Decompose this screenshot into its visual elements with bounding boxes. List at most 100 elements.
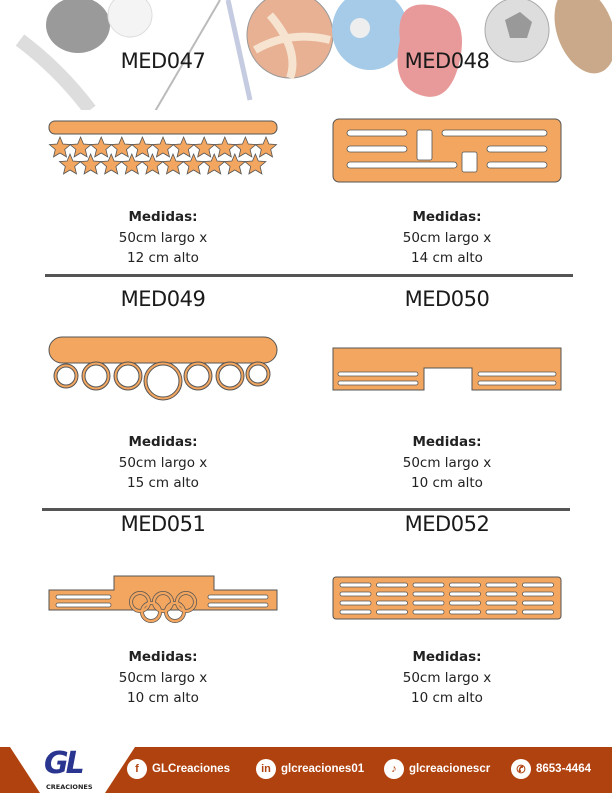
slot	[339, 591, 372, 597]
divider	[42, 508, 570, 511]
measure-height: 12 cm alto	[127, 250, 199, 266]
star-shape	[120, 152, 144, 175]
star-shape	[130, 135, 154, 158]
product-code: MED049	[120, 287, 206, 311]
product-image-med050	[332, 347, 562, 391]
slot	[339, 609, 372, 615]
facebook-link[interactable]: f GLCreaciones	[127, 759, 230, 779]
slot	[485, 600, 518, 606]
tiktok-handle: glcreacionescr	[409, 763, 491, 775]
slot	[412, 609, 445, 615]
tiktok-link[interactable]: ♪ glcreacionescr	[384, 759, 490, 779]
product-measurements: Medidas: 50cm largo x 10 cm alto	[21, 647, 305, 709]
product-measurements: Medidas: 50cm largo x 14 cm alto	[305, 207, 589, 269]
star-shape	[172, 135, 196, 158]
star-shape	[48, 135, 72, 158]
measure-label: Medidas:	[128, 209, 198, 225]
product-image-med049	[48, 336, 278, 401]
slot	[376, 609, 408, 615]
linkedin-handle: glcreaciones01	[281, 763, 365, 775]
divider	[45, 274, 573, 277]
slot	[339, 582, 372, 588]
measure-label: Medidas:	[412, 649, 482, 665]
star-shape	[243, 152, 267, 175]
product-image-med052	[332, 576, 562, 620]
logo-background	[10, 747, 135, 793]
star-shape	[161, 152, 185, 175]
slot	[376, 582, 408, 588]
star-shape	[110, 135, 134, 158]
measure-length: 50cm largo x	[402, 454, 492, 471]
slot	[449, 582, 481, 588]
star-shape	[233, 135, 257, 158]
star-shape	[254, 135, 278, 158]
facebook-handle: GLCreaciones	[152, 763, 230, 775]
product-measurements: Medidas: 50cm largo x 15 cm alto	[21, 432, 305, 494]
slot	[449, 591, 481, 597]
product-image-med048	[332, 118, 562, 183]
product-code: MED048	[404, 49, 490, 73]
tiktok-icon: ♪	[384, 759, 404, 779]
product-code: MED047	[120, 49, 206, 73]
measure-label: Medidas:	[412, 434, 482, 450]
measure-height: 10 cm alto	[411, 475, 483, 491]
star-shape	[69, 135, 93, 158]
star-shape	[223, 152, 247, 175]
slot	[449, 609, 481, 615]
product-image-med047	[48, 120, 278, 175]
facebook-icon: f	[127, 759, 147, 779]
product-code: MED052	[404, 512, 490, 536]
star-shape	[182, 152, 206, 175]
sports-decoration	[15, 0, 612, 110]
measure-height: 10 cm alto	[411, 690, 483, 706]
star-shape	[213, 135, 237, 158]
star-shape	[58, 152, 82, 175]
slot	[522, 609, 554, 615]
star-shape	[202, 152, 226, 175]
linkedin-icon: in	[256, 759, 276, 779]
measure-label: Medidas:	[128, 434, 198, 450]
star-shape	[99, 152, 123, 175]
star-shape	[192, 135, 216, 158]
slot	[412, 591, 445, 597]
measure-length: 50cm largo x	[402, 669, 492, 686]
slot	[339, 600, 372, 606]
slot	[449, 600, 481, 606]
measure-label: Medidas:	[412, 209, 482, 225]
measure-height: 10 cm alto	[127, 690, 199, 706]
measure-length: 50cm largo x	[118, 669, 208, 686]
logo-text: GL	[44, 746, 85, 781]
product-measurements: Medidas: 50cm largo x 10 cm alto	[305, 647, 589, 709]
star-shape	[89, 135, 113, 158]
product-image-med051	[48, 575, 278, 623]
slot	[376, 591, 408, 597]
product-measurements: Medidas: 50cm largo x 10 cm alto	[305, 432, 589, 494]
whatsapp-link[interactable]: ✆ 8653-4464	[511, 759, 591, 779]
star-shape	[140, 152, 164, 175]
star-shape	[79, 152, 103, 175]
slot	[412, 600, 445, 606]
gl-logo: GL	[44, 746, 85, 781]
measure-height: 14 cm alto	[411, 250, 483, 266]
slot	[376, 600, 408, 606]
whatsapp-number: 8653-4464	[536, 763, 591, 775]
measure-height: 15 cm alto	[127, 475, 199, 491]
slot	[522, 591, 554, 597]
slot	[412, 582, 445, 588]
product-code: MED051	[120, 512, 206, 536]
slot	[485, 582, 518, 588]
product-code: MED050	[404, 287, 490, 311]
linkedin-link[interactable]: in glcreaciones01	[256, 759, 364, 779]
star-shape	[151, 135, 175, 158]
whatsapp-icon: ✆	[511, 759, 531, 779]
slot	[485, 609, 518, 615]
footer: GL CREACIONES f GLCreaciones in glcreacion…	[0, 747, 612, 793]
measure-label: Medidas:	[128, 649, 198, 665]
slot	[485, 591, 518, 597]
slot	[522, 600, 554, 606]
measure-length: 50cm largo x	[402, 229, 492, 246]
slot	[522, 582, 554, 588]
measure-length: 50cm largo x	[118, 454, 208, 471]
logo-sub: CREACIONES	[46, 783, 93, 791]
